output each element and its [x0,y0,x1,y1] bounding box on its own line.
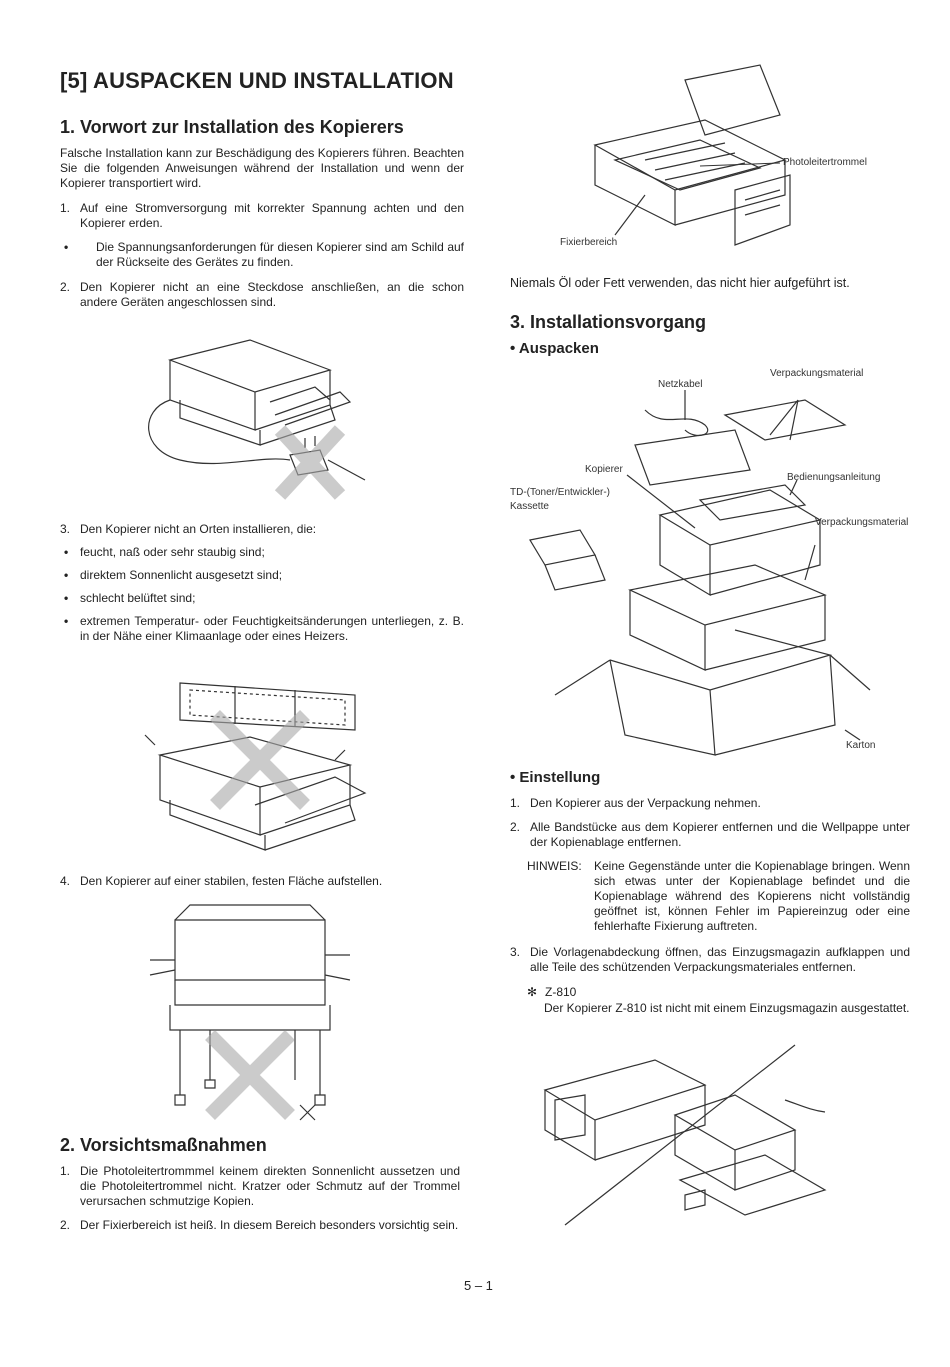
section-3-item-3: 3.Die Vorlagenabdeckung öffnen, das Einz… [510,945,910,974]
section-2-item-2: 2.Der Fixierbereich ist heiß. In diesem … [60,1218,459,1232]
section-1-item-4: 4.Den Kopierer auf einer stabilen, feste… [60,874,383,888]
label-td-kassette-line-2: Kassette [510,501,549,512]
page-number: 5 – 1 [464,1278,493,1293]
section-1-item-1: 1.Auf eine Stromversorgung mit korrekter… [60,201,464,270]
hinweis-label: HINWEIS: [527,859,582,873]
section-1-item-1-bullet: Die Spannungsanforderungen für diesen Ko… [60,240,464,270]
illustration-unstable-table [150,900,350,1125]
illustration-unpacking [515,380,940,755]
item-3-bullet-2: direktem Sonnenlicht ausgesetzt sind; [60,568,464,583]
label-bedienungsanleitung: Bedienungsanleitung [787,472,881,483]
illustration-open-copier [585,65,795,255]
section-1-intro: Falsche Installation kann zur Beschädigu… [60,146,464,190]
section-3-heading: 3. Installationsvorgang [510,312,707,332]
hinweis-text: Keine Gegenstände unter die Kopienablage… [594,859,910,933]
label-photoleitertrommel: Photoleitertrommel [783,157,867,168]
section-3-item-2: 2.Alle Bandstücke aus dem Kopierer entfe… [510,820,910,849]
section-3-item-1: 1.Den Kopierer aus der Verpackung nehmen… [510,796,761,810]
item-3-bullet-3: schlecht belüftet sind; [60,591,464,606]
item-3-bullet-4: extremen Temperatur- oder Feuchtigkeitsä… [60,614,464,644]
label-fixierbereich: Fixierbereich [560,237,618,248]
label-kopierer: Kopierer [585,464,623,475]
label-td-kassette-line-1: TD-(Toner/Entwickler-) [510,487,611,498]
model-name: Z-810 [545,985,577,999]
section-1-heading: 1. Vorwort zur Installation des Kopierer… [60,117,404,137]
item-3-bullet-1: feucht, naß oder sehr staubig sind; [60,545,464,560]
illustration-shared-outlet [140,330,370,510]
label-karton: Karton [846,740,876,751]
section-2-heading: 2. Vorsichtsmaßnahmen [60,1135,267,1155]
section-2-item-1: 1.Die Photoleitertrommmel keinem direkte… [60,1164,460,1208]
label-verpackungsmaterial-top: Verpackungsmaterial [770,368,864,379]
oil-warning-note: Niemals Öl oder Fett verwenden, das nich… [510,276,850,290]
label-verpackungsmaterial-bottom: Verpackungsmaterial [815,517,909,528]
subheading-einstellung: • Einstellung [510,769,601,786]
page-title: [5] AUSPACKEN UND INSTALLATION [60,68,454,93]
illustration-sunlight-window [145,675,375,860]
illustration-open-cover [535,1040,835,1255]
model-note: Der Kopierer Z-810 ist nicht mit einem E… [544,1001,910,1015]
star-marker: ✻ [527,985,538,999]
label-netzkabel: Netzkabel [658,379,703,390]
section-1-item-2: 2.Den Kopierer nicht an eine Steckdose a… [60,280,464,309]
subheading-auspacken: • Auspacken [510,340,599,357]
section-1-item-3: 3.Den Kopierer nicht an Orten installier… [60,522,464,644]
leader-drum [700,160,785,170]
